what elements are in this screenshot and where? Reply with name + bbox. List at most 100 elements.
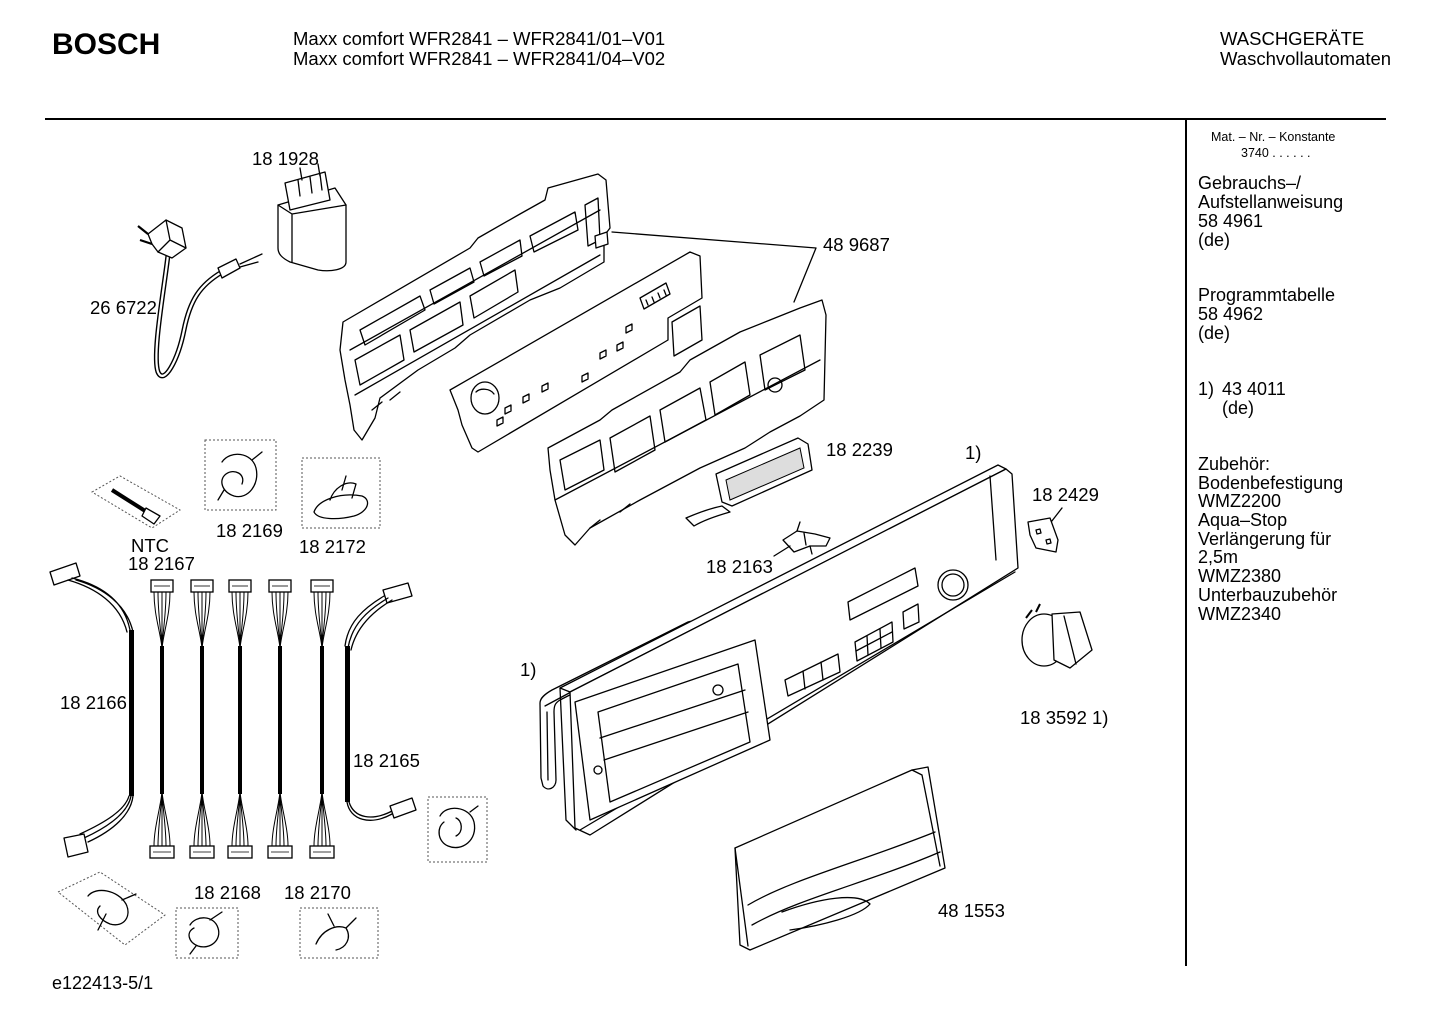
harness-left-bundle [129,630,134,796]
accessory-line: 2,5m [1198,547,1239,568]
plug-body [147,219,187,259]
accessory-line: Bodenbefestigung [1198,472,1344,493]
display-window [725,447,805,501]
leader-light-guide [773,545,791,557]
detail-box-pump [427,796,488,863]
harness-wire [201,591,211,649]
cord-sleeve [217,258,241,279]
harness-wire [317,791,323,847]
capacitor-edge [277,204,347,263]
control-module-lower-frame-drawing [547,299,827,546]
harness-wire [321,791,327,847]
accessory-line: WMZ2340 [1198,603,1282,624]
manual-title-2: Aufstellanweisung [1198,192,1344,212]
harness-wire [161,791,167,847]
model-line-1: Maxx comfort WFR2841 – WFR2841/01–V01 [293,28,666,49]
harness-right-drawing [344,582,417,821]
accessory-line: Unterbauzubehör [1198,584,1338,605]
mat-value: 3740 . . . . . . [1241,146,1311,160]
harness-wire [239,791,249,847]
lower-frame-ridge [554,359,821,529]
wire-harness-drawing [227,579,253,859]
bracket-body [1027,517,1059,553]
harness-wire [239,591,249,649]
harness-wire [279,591,285,649]
harness-wire [279,791,289,847]
harness-group [149,579,335,859]
light-guide-body [782,530,831,553]
detail-box-heater [301,457,381,529]
accessory-line: Verlängerung für [1198,528,1332,549]
detail-heater-sketch [313,475,369,520]
wire-harness-drawing [189,579,215,859]
detail-sketches [57,439,488,959]
harness-left-top-connector [49,562,81,586]
part-label-control-module: 48 9687 [823,234,890,255]
harness-wire [279,791,285,847]
mat-label: Mat. – Nr. – Konstante [1211,130,1336,144]
panel-button-group-2 [784,653,841,697]
plug-face [157,219,187,253]
board-rotary-switch [470,381,500,415]
harness-wire [321,591,331,649]
detail-box-motor [204,439,277,511]
cover-edge [734,769,941,947]
harness-right-wires [344,595,393,651]
part-label-harness: 18 2172 [299,536,366,557]
part-label-ntc: NTC [131,535,170,556]
harness-wire [235,591,241,649]
program-knob-opening-inner [941,573,965,597]
manual-block: Gebrauchs–/ Aufstellanweisung 58 4961 (d… [1198,174,1343,250]
part-label-harness: 18 2170 [284,882,351,903]
part-label-harness-right: 18 2165 [353,750,420,771]
harness-left-bottom-connector [63,833,89,858]
harness-left-wires [67,577,134,633]
program-table-block: Programmtabelle 58 4962 (de) [1198,286,1335,343]
harness-wire [161,791,171,847]
program-table-lang: (de) [1198,323,1231,343]
harness-wire [157,791,163,847]
part-note-gasket: 1) [520,659,537,680]
manual-number: 58 4961 [1198,211,1264,231]
harness-bundle [278,646,282,794]
program-table-number: 58 4962 [1198,304,1264,324]
control-panel-drawing [539,464,1019,836]
knob-cap [1051,611,1093,669]
board-chip [671,305,703,357]
part-label-harness: 18 2169 [216,520,283,541]
harness-wire [157,591,163,649]
harness-wire [235,791,241,847]
knob-drawing [1021,603,1093,669]
wire-harness-drawing [309,579,335,859]
accessories-title: Zubehör: [1198,454,1271,474]
detail-valve-sketch [188,911,223,955]
category-subtitle: Waschvollautomaten [1220,48,1392,69]
part-label-harness-left: 18 2166 [60,692,127,713]
bracket-drawing [1027,517,1059,553]
drawer-cover-drawing [734,766,946,951]
harness-wire [321,791,331,847]
panel-button-group-1-dividers [855,628,893,656]
footnote-number: 43 4011 [1222,379,1286,399]
harness-right-bottom-connector [389,797,417,819]
capacitor-terminals [297,163,323,197]
panel-button-single [902,603,920,630]
drawer-screw [593,765,603,775]
cover-body [734,766,946,951]
detail-box-sensor [299,907,379,959]
cord-inner [155,254,223,377]
wire-harness-drawing [149,579,175,859]
lower-frame-hole [767,377,783,393]
harness-left-wires-bottom [79,795,134,843]
harness-wire [201,791,207,847]
manual-lang: (de) [1198,230,1231,250]
model-line-2: Maxx comfort WFR2841 – WFR2841/04–V02 [293,48,666,69]
frame-ridges [349,209,601,411]
knob-pins [1025,603,1041,619]
panel-display-window [847,567,919,621]
wire-harness-drawing [267,579,293,859]
cover-pattern [747,831,941,931]
part-label-light-guide: 18 2163 [706,556,773,577]
panel-side [559,687,577,831]
